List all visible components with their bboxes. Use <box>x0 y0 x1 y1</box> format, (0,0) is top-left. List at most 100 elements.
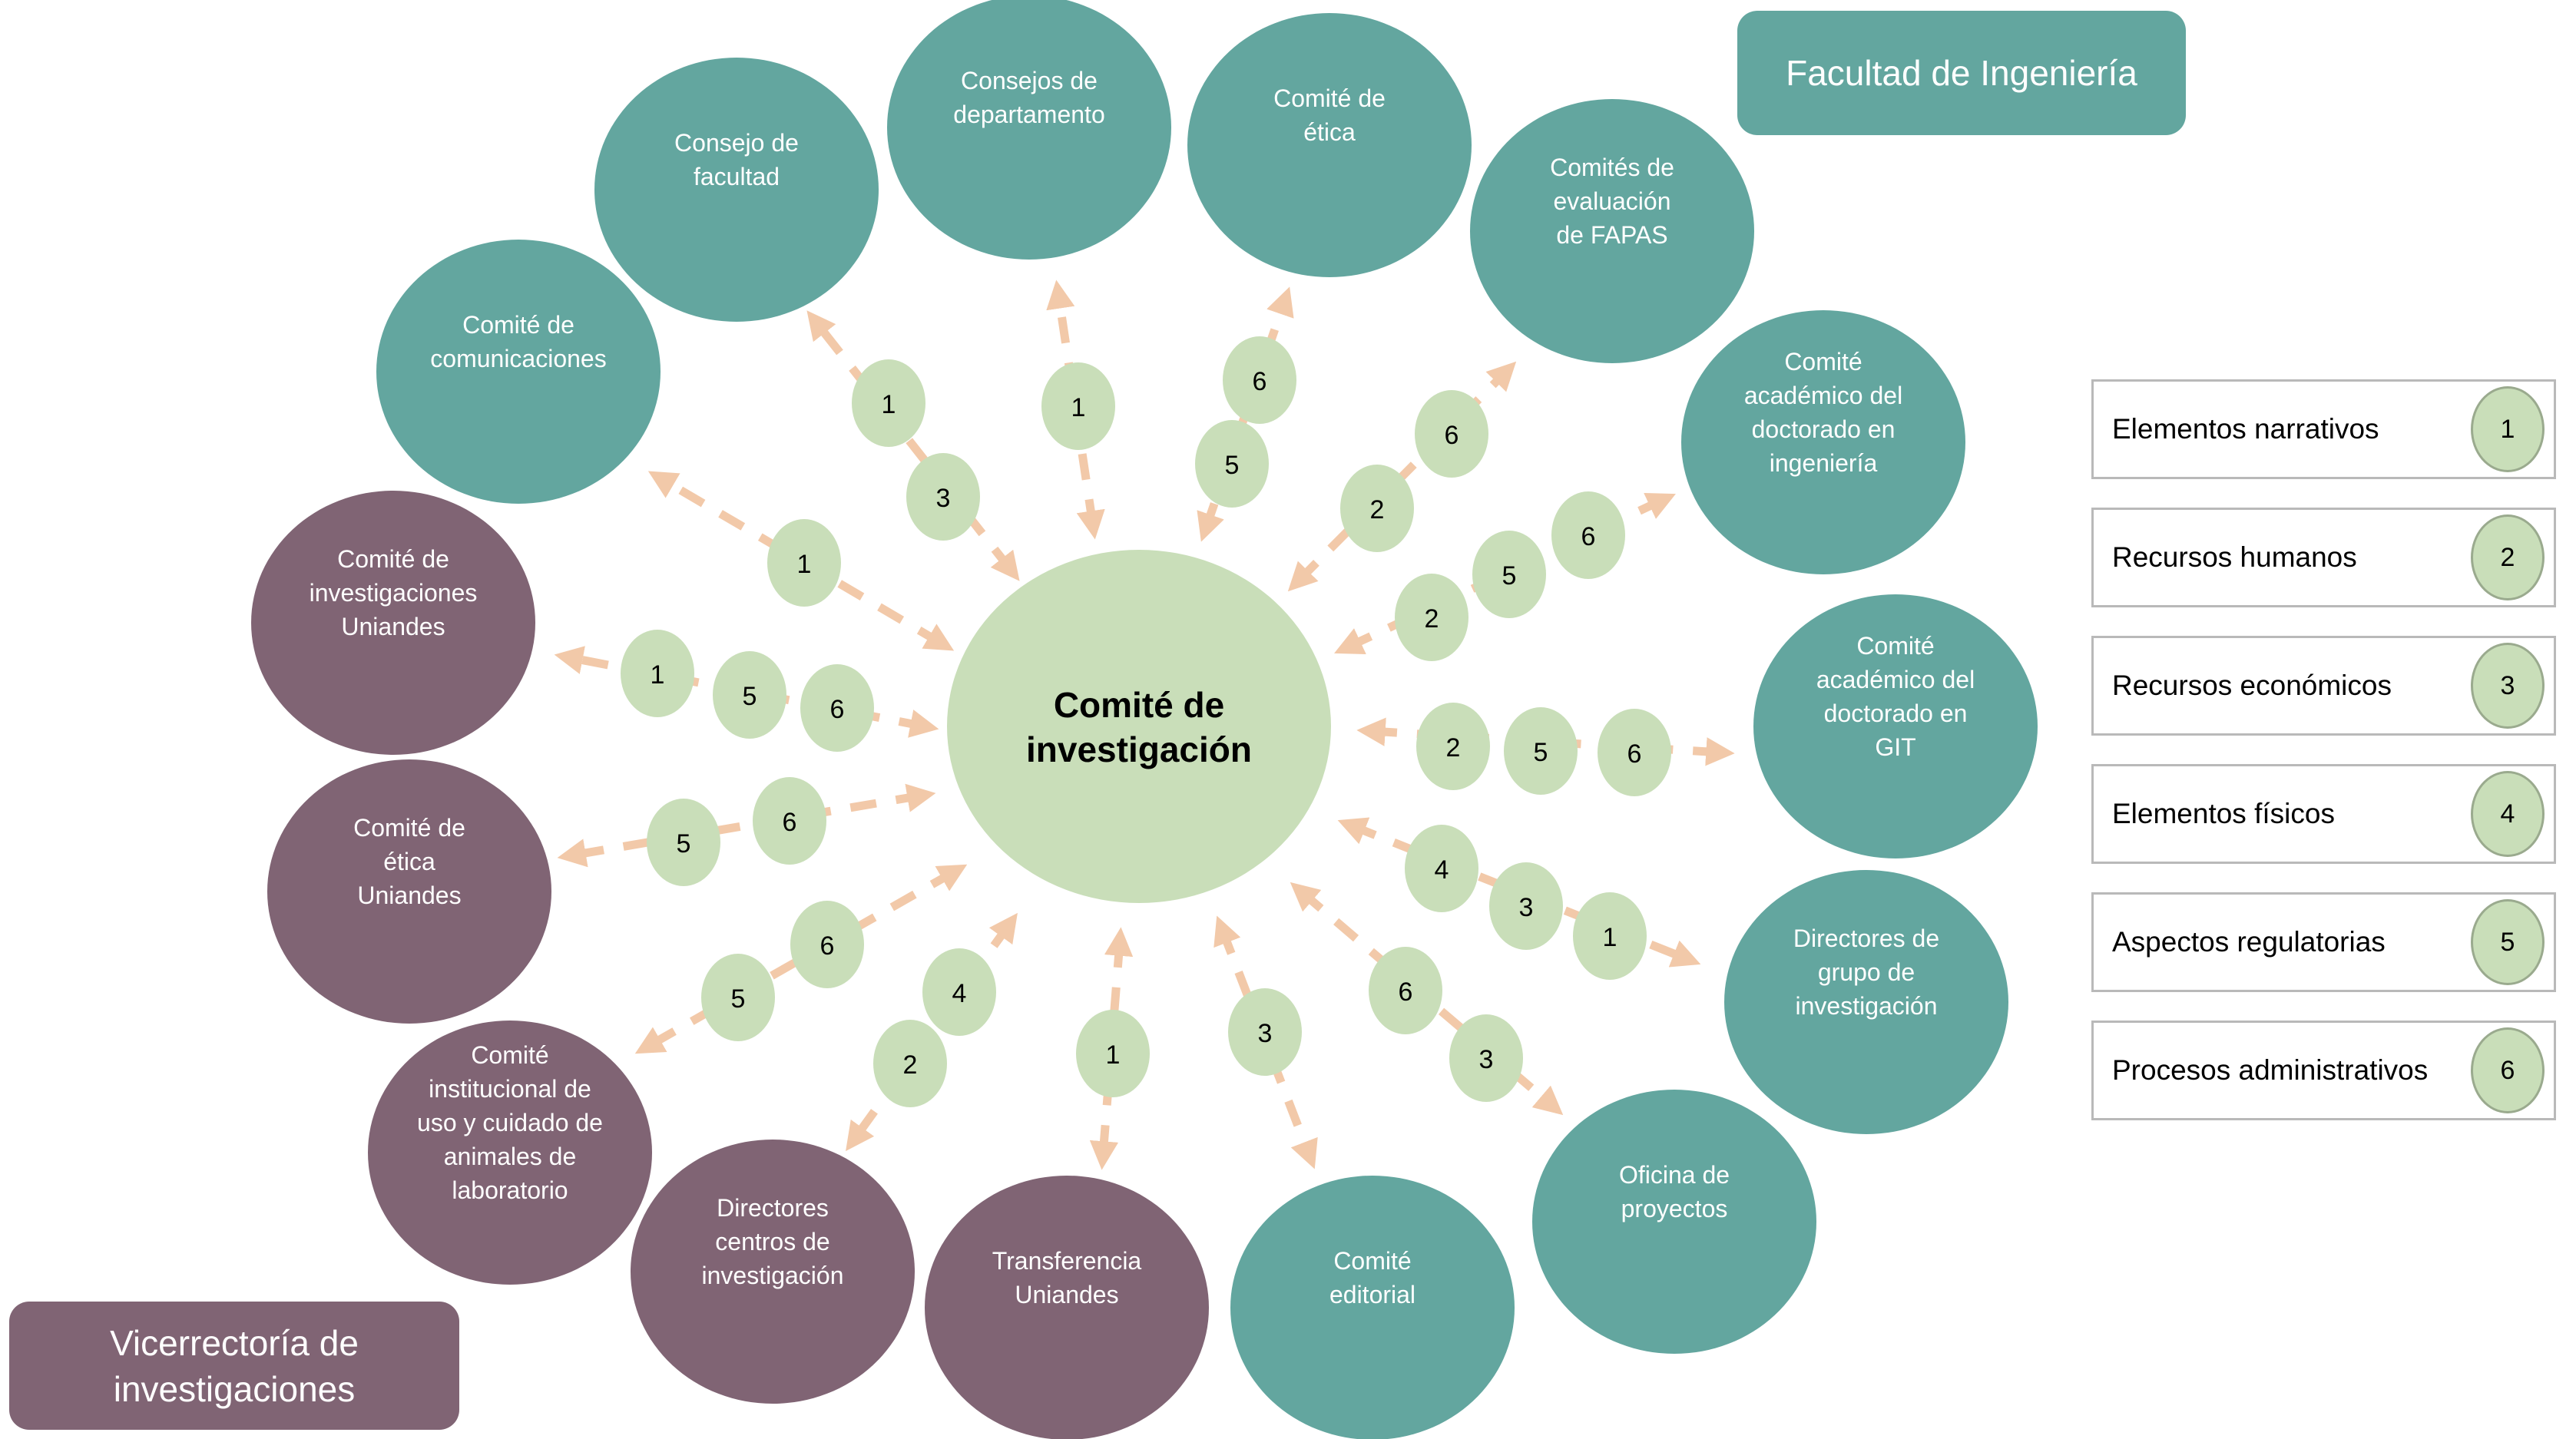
node-label-line: animales de <box>444 1143 577 1170</box>
element-bubble-shape <box>1504 707 1578 795</box>
node-label-line: doctorado en <box>1824 700 1968 727</box>
node-ellipse <box>267 759 551 1024</box>
element-bubble-number: 4 <box>952 979 967 1008</box>
node-label-line: Transferencia <box>992 1247 1142 1275</box>
center-ellipse <box>947 550 1331 903</box>
element-bubble: 2 <box>1395 574 1468 661</box>
node-label-line: editorial <box>1329 1281 1415 1308</box>
node-label-line: Comité de <box>353 814 465 842</box>
element-bubble-shape <box>1551 491 1625 579</box>
element-bubble-number: 1 <box>1603 923 1617 952</box>
element-bubble-shape <box>1573 892 1647 980</box>
element-bubble: 5 <box>1472 531 1546 618</box>
node-comite-institucional: Comité institucional de uso y cuidado de an… <box>368 1021 652 1285</box>
element-bubble-number: 1 <box>797 550 812 579</box>
legend-badge: 2 <box>2471 514 2545 600</box>
element-bubble-number: 1 <box>1071 393 1086 422</box>
element-bubble: 5 <box>701 954 775 1041</box>
node-ellipse <box>1532 1090 1816 1354</box>
element-bubble: 5 <box>713 651 786 739</box>
element-bubble: 5 <box>647 799 720 886</box>
legend-label: Recursos humanos <box>2112 541 2357 573</box>
node-label-line: doctorado en <box>1752 415 1896 443</box>
node-label-line: Uniandes <box>341 613 445 640</box>
element-bubble: 6 <box>753 777 826 865</box>
element-bubble: 6 <box>1551 491 1625 579</box>
link-arrow-consejo-facultad <box>806 310 1020 581</box>
element-bubble-number: 3 <box>1258 1019 1273 1048</box>
node-label-line: Comité <box>1333 1247 1411 1275</box>
legend-item: Aspectos regulatorias 5 <box>2091 892 2556 992</box>
element-bubble-shape <box>647 799 720 886</box>
legend-badge: 3 <box>2471 643 2545 729</box>
element-bubble-number: 3 <box>936 484 951 513</box>
node-ellipse <box>1724 870 2008 1134</box>
legend-badge: 1 <box>2471 386 2545 472</box>
node-label-line: académico del <box>1816 666 1975 693</box>
element-bubble: 2 <box>1340 465 1414 552</box>
element-bubble: 2 <box>1416 703 1490 790</box>
node-label-line: Directores de <box>1793 925 1939 952</box>
group-label-vicerrectoria-text: Vicerrectoría de investigaciones <box>110 1322 359 1409</box>
element-bubble-shape <box>1472 531 1546 618</box>
element-bubble-number: 2 <box>1425 604 1439 633</box>
node-label-line: Consejo de <box>674 129 799 157</box>
element-bubble-number: 6 <box>1581 522 1596 551</box>
element-bubble-shape <box>1405 825 1478 912</box>
node-label-line: comunicaciones <box>430 345 606 372</box>
element-bubble-number: 2 <box>903 1050 918 1080</box>
element-bubble-number: 1 <box>651 660 665 690</box>
element-bubble-shape <box>1369 947 1442 1034</box>
node-label-line: institucional de <box>429 1075 591 1103</box>
element-bubble: 1 <box>1041 362 1115 450</box>
node-label-line: Comité <box>471 1041 548 1069</box>
node-label-line: investigaciones <box>310 579 478 607</box>
legend-item: Recursos humanos 2 <box>2091 508 2556 607</box>
element-bubble-number: 5 <box>731 984 746 1014</box>
node-label-line: de FAPAS <box>1556 221 1667 249</box>
element-bubble-shape <box>1076 1010 1150 1097</box>
node-ellipse <box>1470 99 1754 363</box>
element-bubble-shape <box>1489 862 1563 950</box>
element-bubble-number: 3 <box>1519 893 1534 922</box>
element-bubble: 6 <box>800 664 874 752</box>
node-label-line: Consejos de <box>961 67 1098 94</box>
element-bubble-number: 6 <box>1399 978 1413 1007</box>
node-label-line: uso y cuidado de <box>417 1109 603 1136</box>
element-bubble: 1 <box>767 519 841 607</box>
element-bubble: 3 <box>1228 988 1302 1076</box>
node-ellipse <box>1753 594 2038 858</box>
legend-item: Procesos administrativos 6 <box>2091 1021 2556 1120</box>
node-label-line: ética <box>1303 118 1356 146</box>
element-bubble: 4 <box>922 948 996 1036</box>
element-bubble: 1 <box>1076 1010 1150 1097</box>
element-bubble-number: 1 <box>882 390 896 419</box>
node-comite-editorial: Comité editorial <box>1230 1176 1515 1439</box>
element-bubble-number: 5 <box>1502 561 1517 590</box>
element-bubble: 1 <box>621 630 694 717</box>
element-bubble: 4 <box>1405 825 1478 912</box>
legend-item: Recursos económicos 3 <box>2091 636 2556 736</box>
node-label-line: centros de <box>715 1228 829 1255</box>
node-ellipse <box>925 1176 1209 1439</box>
center-label-line-2: investigación <box>1026 729 1252 769</box>
element-bubble-shape <box>1041 362 1115 450</box>
legend-badge: 5 <box>2471 899 2545 985</box>
element-bubble: 6 <box>1415 390 1488 478</box>
element-bubble-number: 3 <box>1479 1045 1494 1074</box>
center-node: Comité de investigación <box>947 550 1331 903</box>
node-ellipse <box>368 1021 652 1285</box>
element-bubble: 6 <box>1598 709 1671 796</box>
link-arrow-etica-uniandes <box>557 783 936 868</box>
element-bubble-shape <box>1449 1014 1523 1102</box>
element-bubble: 1 <box>1573 892 1647 980</box>
group-label-vicerrectoria: Vicerrectoría de investigaciones <box>9 1302 459 1430</box>
